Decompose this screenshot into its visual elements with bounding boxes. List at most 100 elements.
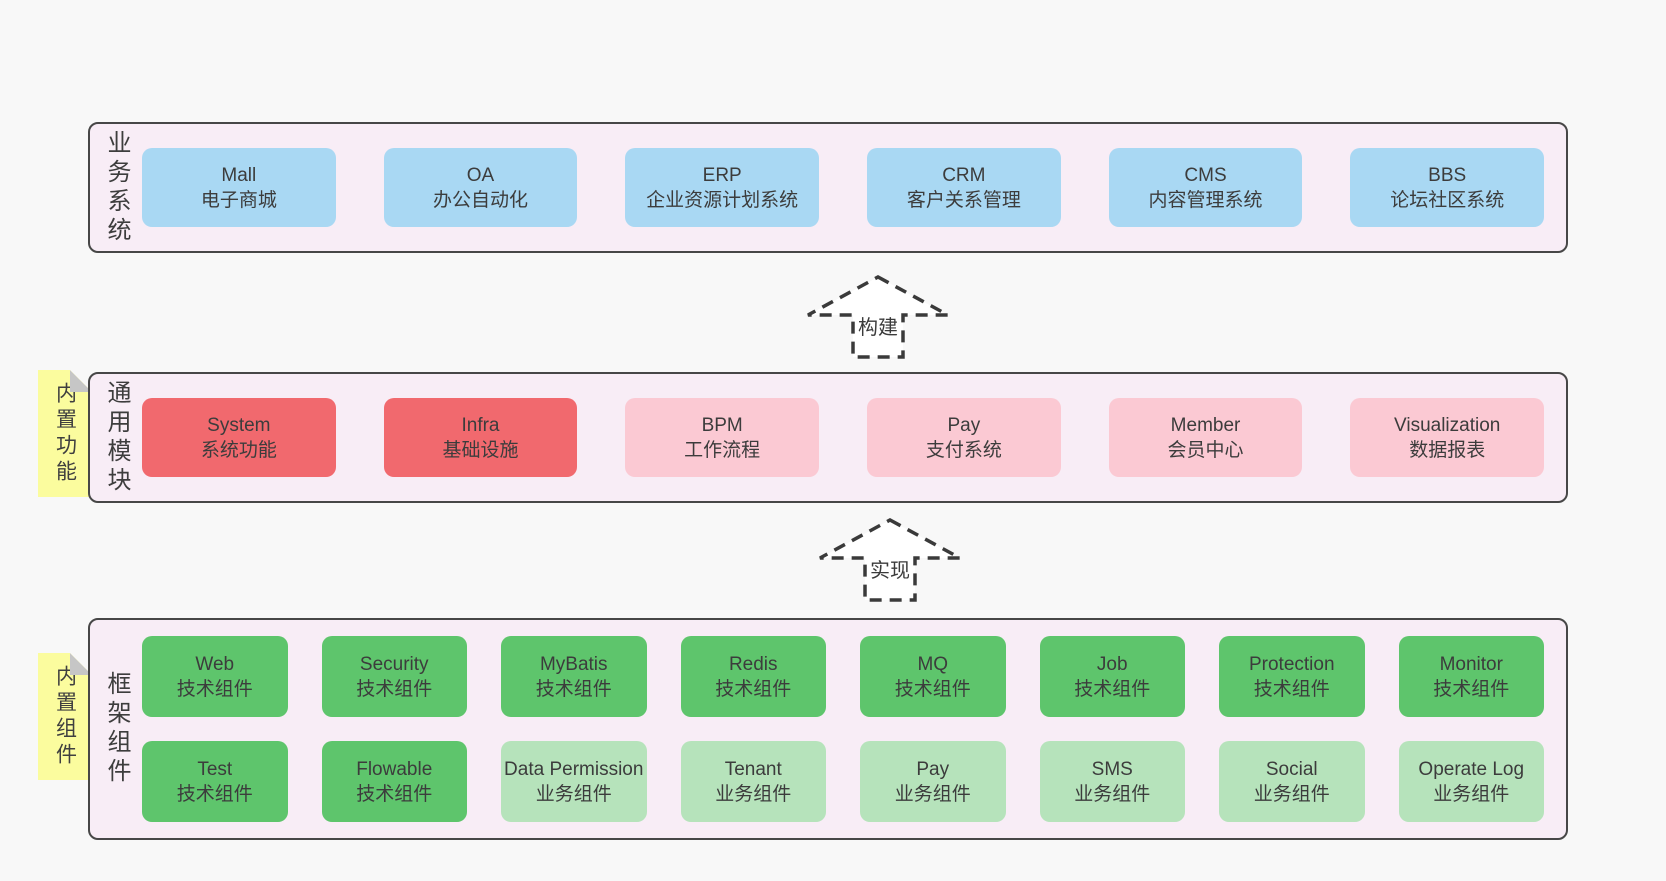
box-pay: Pay 支付系统 [867, 398, 1061, 477]
box-subtitle: 电子商城 [200, 189, 277, 211]
box-subtitle: 技术组件 [1253, 678, 1330, 700]
box-title: ERP [702, 164, 742, 186]
box-title: Tenant [724, 758, 782, 780]
box-title: Job [1096, 653, 1128, 675]
box-oa: OA 办公自动化 [383, 148, 578, 227]
tag-label: 内置组件 [53, 664, 77, 769]
box-social: Social 业务组件 [1219, 741, 1365, 822]
box-title: Mall [221, 164, 257, 186]
box-mall: Mall 电子商城 [142, 148, 336, 227]
section-common-modules: 通用模块 System 系统功能 Infra 基础设施 BPM 工作流程 Pay 支付系统 Me… [88, 372, 1568, 503]
box-title: Security [359, 653, 429, 675]
section-label: 通用模块 [103, 379, 130, 496]
box-title: System [207, 414, 271, 436]
box-subtitle: 论坛社区系统 [1390, 189, 1505, 211]
box-operate-log: Operate Log 业务组件 [1398, 741, 1544, 822]
box-subtitle: 业务组件 [535, 783, 612, 805]
box-sms: SMS 业务组件 [1039, 741, 1185, 822]
box-pay: Pay 业务组件 [860, 741, 1006, 822]
box-title: Protection [1248, 653, 1335, 675]
box-subtitle: 技术组件 [535, 678, 612, 700]
box-subtitle: 工作流程 [684, 439, 761, 461]
box-subtitle: 办公自动化 [433, 189, 529, 211]
box-title: Data Permission [504, 758, 644, 780]
box-subtitle: 技术组件 [1074, 678, 1151, 700]
box-title: Pay [916, 758, 950, 780]
sticky-tag-built-in-components: 内置组件 [38, 653, 92, 780]
box-crm: CRM 客户关系管理 [867, 148, 1061, 227]
box-subtitle: 业务组件 [1433, 783, 1510, 805]
box-data-permission: Data Permission 业务组件 [501, 741, 647, 822]
box-title: CMS [1184, 164, 1227, 186]
box-subtitle: 业务组件 [894, 783, 971, 805]
box-bpm: BPM 工作流程 [625, 398, 820, 477]
box-redis: Redis 技术组件 [680, 636, 826, 717]
box-subtitle: 内容管理系统 [1148, 189, 1263, 211]
box-title: Operate Log [1418, 758, 1525, 780]
box-member: Member 会员中心 [1108, 398, 1303, 477]
box-title: BPM [701, 414, 743, 436]
box-subtitle: 基础设施 [442, 439, 519, 461]
box-mybatis: MyBatis 技术组件 [501, 636, 647, 717]
box-title: Web [195, 653, 235, 675]
box-mq: MQ 技术组件 [860, 636, 1006, 717]
box-bbs: BBS 论坛社区系统 [1350, 148, 1545, 227]
box-subtitle: 业务组件 [715, 783, 792, 805]
box-title: MQ [917, 653, 949, 675]
box-title: Social [1265, 758, 1318, 780]
box-subtitle: 技术组件 [1433, 678, 1510, 700]
tag-label: 内置功能 [53, 381, 77, 486]
box-subtitle: 业务组件 [1074, 783, 1151, 805]
box-subtitle: 技术组件 [894, 678, 971, 700]
box-flowable: Flowable 技术组件 [321, 741, 467, 822]
box-row: Mall 电子商城 OA 办公自动化 ERP 企业资源计划系统 CRM 客户关系管理 CMS 内容… [142, 148, 1545, 227]
box-subtitle: 支付系统 [925, 439, 1002, 461]
section-business-systems: 业务系统 Mall 电子商城 OA 办公自动化 ERP 企业资源计划系统 CRM 客户关系管理… [88, 122, 1568, 253]
box-tenant: Tenant 业务组件 [680, 741, 826, 822]
box-system: System 系统功能 [142, 398, 336, 477]
box-subtitle: 系统功能 [200, 439, 277, 461]
box-subtitle: 会员中心 [1167, 439, 1244, 461]
sticky-tag-built-in-features: 内置功能 [38, 370, 92, 497]
box-subtitle: 客户关系管理 [906, 189, 1021, 211]
box-title: Member [1170, 414, 1241, 436]
box-title: Pay [947, 414, 981, 436]
box-subtitle: 技术组件 [176, 783, 253, 805]
section-label: 业务系统 [103, 129, 130, 246]
box-subtitle: 企业资源计划系统 [646, 189, 799, 211]
arrow-label: 构建 [855, 311, 901, 340]
box-infra: Infra 基础设施 [383, 398, 578, 477]
box-title: CRM [942, 164, 986, 186]
box-subtitle: 业务组件 [1253, 783, 1330, 805]
box-visualization: Visualization 数据报表 [1350, 398, 1545, 477]
box-title: Flowable [356, 758, 433, 780]
box-title: SMS [1091, 758, 1133, 780]
box-subtitle: 数据报表 [1409, 439, 1486, 461]
box-row: System 系统功能 Infra 基础设施 BPM 工作流程 Pay 支付系统 Member 会… [142, 398, 1545, 477]
box-title: Test [197, 758, 233, 780]
box-protection: Protection 技术组件 [1219, 636, 1365, 717]
box-job: Job 技术组件 [1039, 636, 1185, 717]
box-title: Redis [728, 653, 778, 675]
box-subtitle: 技术组件 [356, 783, 433, 805]
box-title: OA [466, 164, 495, 186]
box-erp: ERP 企业资源计划系统 [625, 148, 820, 227]
box-subtitle: 技术组件 [715, 678, 792, 700]
box-test: Test 技术组件 [142, 741, 288, 822]
box-cms: CMS 内容管理系统 [1108, 148, 1303, 227]
box-subtitle: 技术组件 [176, 678, 253, 700]
box-title: Visualization [1394, 414, 1501, 436]
box-web: Web 技术组件 [142, 636, 288, 717]
box-title: BBS [1428, 164, 1467, 186]
section-label: 框架组件 [103, 671, 130, 787]
arrow-label: 实现 [867, 554, 913, 583]
box-title: MyBatis [539, 653, 608, 675]
box-subtitle: 技术组件 [356, 678, 433, 700]
arrow-build: 构建 [806, 275, 950, 359]
box-security: Security 技术组件 [321, 636, 467, 717]
box-title: Infra [461, 414, 500, 436]
